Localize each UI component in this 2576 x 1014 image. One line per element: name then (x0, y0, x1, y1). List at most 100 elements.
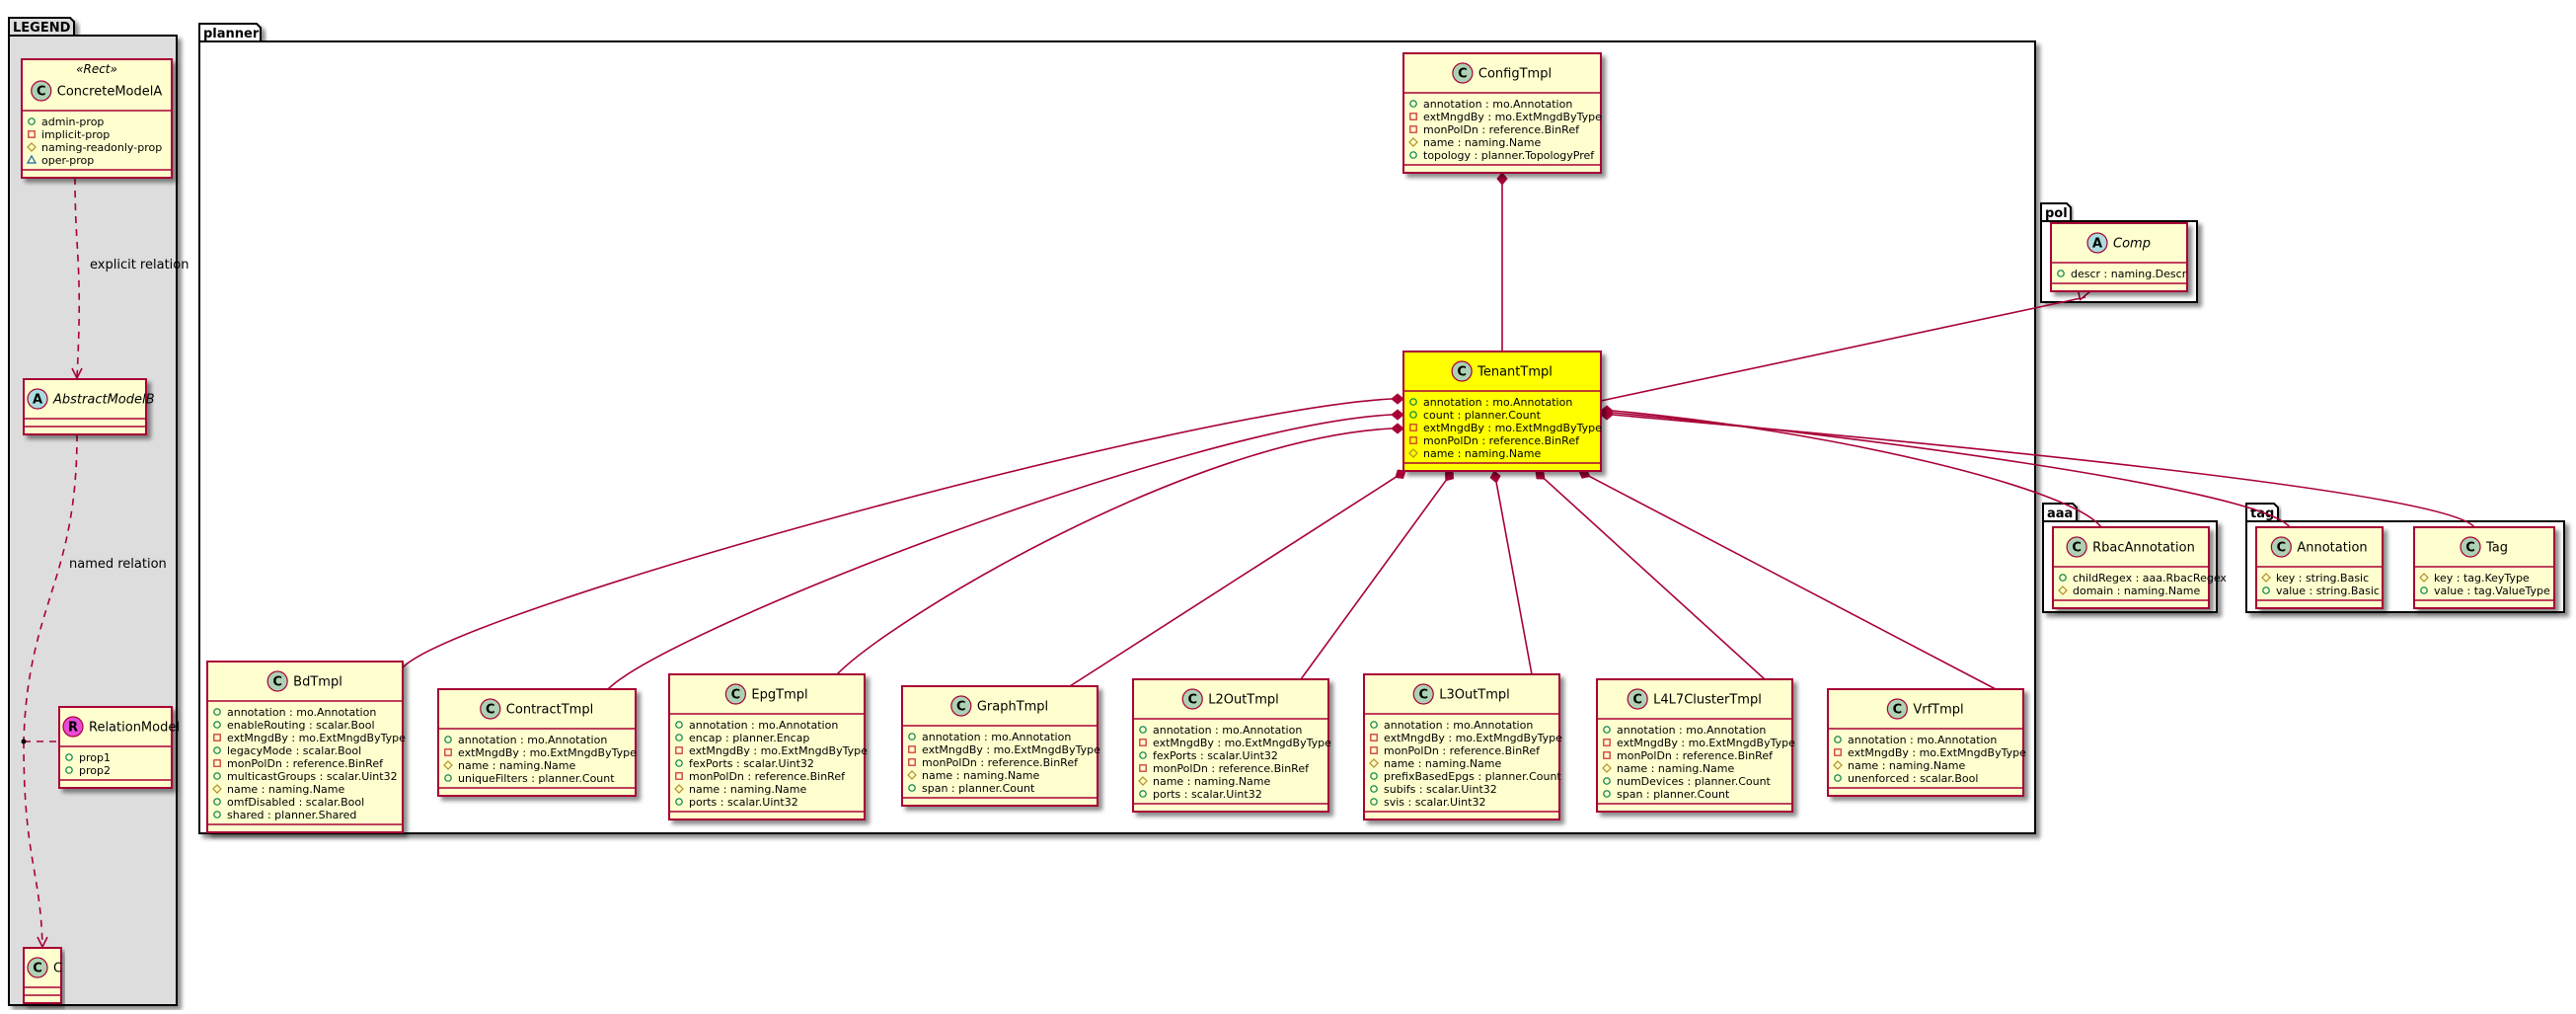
public-visibility-icon (908, 784, 916, 792)
protected-visibility-icon (1369, 758, 1379, 768)
package-visibility-icon (26, 154, 38, 164)
member-text: name : naming.Name (1848, 759, 1966, 772)
config-tmpl-name: ConfigTmpl (1478, 67, 1552, 82)
public-visibility-icon (2262, 586, 2270, 594)
tenant-tmpl-box (1402, 351, 1602, 472)
edge-tenant-tmpl-to-l2-out-tmpl (1300, 470, 1455, 680)
member-text: monPolDn : reference.BinRef (1384, 744, 1541, 757)
comp-name: Comp (2113, 237, 2151, 252)
public-visibility-icon (675, 798, 683, 806)
member-text: key : tag.KeyType (2434, 572, 2530, 585)
private-visibility-icon (1139, 764, 1147, 772)
member-text: fexPorts : scalar.Uint32 (1153, 749, 1278, 762)
private-visibility-icon (1409, 424, 1417, 431)
relation-model-name: RelationModel (89, 721, 180, 736)
private-visibility-icon (908, 745, 916, 753)
abstract-model-b-name: AbstractModelB (52, 393, 155, 408)
member-text: value : tag.ValueType (2434, 585, 2550, 597)
concrete-model-a-class[interactable]: «Rect»ConcreteModelACadmin-propimplicit-… (21, 58, 173, 179)
public-visibility-icon (1834, 736, 1842, 743)
class-kind-glyph: A (33, 393, 42, 408)
class-kind-glyph: C (731, 688, 741, 703)
public-visibility-icon (1603, 777, 1611, 785)
member-text: monPolDn : reference.BinRef (1617, 749, 1774, 762)
public-visibility-icon (213, 811, 221, 819)
private-visibility-icon (1409, 125, 1417, 133)
relation-line (23, 433, 78, 742)
l2-out-tmpl-box (1132, 678, 1329, 813)
l3-out-tmpl-name: L3OutTmpl (1439, 688, 1510, 703)
class-circle-icon (2270, 536, 2292, 558)
bd-tmpl-box (206, 661, 404, 833)
public-visibility-icon (213, 746, 221, 754)
member-text: monPolDn : reference.BinRef (1423, 434, 1580, 447)
relation-circle-icon (62, 716, 84, 738)
public-visibility-icon (675, 759, 683, 767)
member-text: annotation : mo.Annotation (1384, 719, 1533, 732)
abstract-model-b-class[interactable]: AbstractModelB A (23, 378, 155, 435)
member-text: annotation : mo.Annotation (1423, 98, 1572, 111)
member-text: admin-prop (41, 116, 104, 128)
composition-diamond-icon (1535, 470, 1546, 480)
epg-tmpl-box (668, 673, 866, 820)
member-text: monPolDn : reference.BinRef (1153, 762, 1310, 775)
member-text: shared : planner.Shared (227, 809, 356, 821)
member-text: implicit-prop (41, 128, 110, 141)
class-kind-glyph: C (1418, 688, 1428, 703)
epg-tmpl-name: EpgTmpl (751, 688, 807, 703)
class-kind-glyph: C (956, 700, 966, 715)
class-kind-glyph: C (33, 962, 42, 976)
public-visibility-icon (65, 753, 73, 761)
class-circle-icon (1627, 688, 1648, 710)
pkg-aaa-tab (2042, 503, 2078, 522)
relation-line (23, 741, 43, 948)
composition-diamond-icon (1444, 470, 1455, 482)
concrete-model-a-box (21, 58, 173, 179)
public-visibility-icon (444, 774, 452, 782)
protected-visibility-icon (443, 760, 453, 770)
c-class[interactable]: CC (23, 947, 62, 1004)
protected-visibility-icon (2261, 573, 2271, 583)
edge-config-tmpl-to-tenant-tmpl (1496, 172, 1508, 351)
stereotype-label: «Rect» (76, 62, 117, 76)
member-text: span : planner.Count (1617, 788, 1730, 801)
graph-tmpl-box (901, 685, 1099, 807)
class-kind-glyph: C (272, 675, 282, 690)
member-text: key : string.Basic (2276, 572, 2369, 585)
member-text: prefixBasedEpgs : planner.Count (1384, 770, 1561, 783)
public-visibility-icon (213, 721, 221, 729)
member-text: annotation : mo.Annotation (1617, 724, 1766, 737)
protected-visibility-icon (674, 784, 684, 794)
private-visibility-icon (1139, 739, 1147, 746)
protected-visibility-icon (1408, 137, 1418, 147)
pkg-planner-title: planner (203, 27, 260, 41)
member-text: numDevices : planner.Count (1617, 775, 1772, 788)
class-kind-glyph: A (2092, 237, 2102, 252)
member-text: monPolDn : reference.BinRef (689, 770, 846, 783)
member-text: encap : planner.Encap (689, 732, 809, 744)
member-text: name : naming.Name (922, 769, 1040, 782)
public-visibility-icon (1834, 774, 1842, 782)
relation-line (74, 177, 81, 379)
junction-dot-icon (21, 739, 27, 744)
protected-visibility-icon (1602, 763, 1612, 773)
protected-visibility-icon (1408, 448, 1418, 458)
l2-out-tmpl-name: L2OutTmpl (1208, 693, 1279, 708)
public-visibility-icon (2057, 270, 2065, 277)
